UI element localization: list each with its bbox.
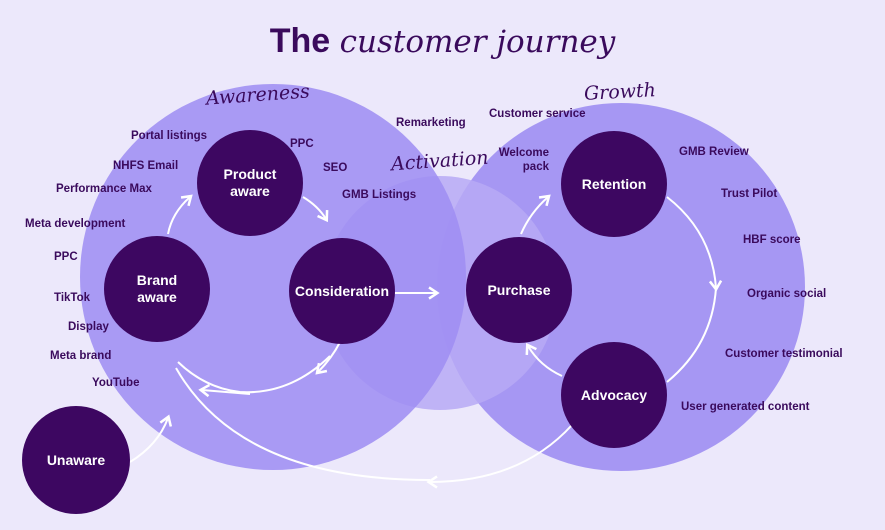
page-title: The customer journey (0, 22, 885, 61)
arrow-unaware-to-brand (129, 414, 173, 463)
retention-return-path-left (175, 367, 431, 481)
arrow-consideration-return (315, 341, 341, 375)
node-retention-label: Retention (581, 175, 647, 192)
channel-label: Remarketing (396, 117, 466, 129)
node-unaware: Unaware (22, 406, 130, 514)
arrow-advocacy-to-purchase (525, 342, 563, 377)
node-consideration: Consideration (289, 238, 395, 344)
channel-label: PPC (54, 251, 78, 263)
node-brand-aware-label: Brand aware (136, 272, 178, 305)
channel-label: Meta brand (50, 350, 112, 362)
node-advocacy: Advocacy (561, 342, 667, 448)
arrow-advocacy-return (426, 424, 573, 489)
channel-label: GMB Listings (342, 189, 417, 201)
node-retention: Retention (561, 131, 667, 237)
channel-label: Meta development (25, 218, 126, 230)
channel-label: PPC (290, 138, 314, 150)
node-purchase-label: Purchase (487, 281, 551, 298)
channel-label: Customer service (489, 108, 586, 120)
node-consideration-label: Consideration (294, 282, 390, 299)
channel-label: NHFS Email (113, 160, 179, 172)
growth-circle (437, 103, 805, 471)
arrow-loop-to-brand (198, 383, 251, 398)
arrow-retention-to-advocacy (666, 196, 723, 292)
section-growth: Growth (583, 79, 657, 105)
channel-label: User generated content (681, 401, 810, 413)
arrow-product-to-consideration (302, 196, 329, 223)
node-product-aware: Product aware (197, 130, 303, 236)
channel-label: Organic social (747, 288, 827, 300)
node-advocacy-label: Advocacy (580, 386, 648, 403)
arrow-purchase-to-retention (520, 194, 551, 235)
channel-label: YouTube (92, 377, 140, 389)
channel-label: Display (68, 321, 109, 333)
node-brand-aware: Brand aware (104, 236, 210, 342)
awareness-loop-bottom (177, 355, 331, 394)
channel-label: SEO (323, 162, 348, 174)
awareness-circle (80, 84, 466, 470)
node-product-aware-label: Product aware (223, 166, 277, 199)
channel-label: Customer testimonial (725, 348, 843, 360)
channel-label: Performance Max (56, 183, 152, 195)
growth-loop-right (666, 287, 717, 383)
channel-label: Trust Pilot (721, 188, 778, 200)
title-italic: customer journey (339, 24, 616, 60)
channel-label: Welcome pack (498, 147, 549, 173)
channel-label: GMB Review (679, 146, 749, 158)
node-purchase: Purchase (466, 237, 572, 343)
arrow-brand-to-product (167, 194, 193, 235)
title-bold: The (269, 22, 331, 60)
channel-label: TikTok (54, 292, 90, 304)
channel-label: Portal listings (131, 130, 208, 142)
node-unaware-label: Unaware (46, 451, 106, 468)
channel-label: HBF score (743, 234, 801, 246)
